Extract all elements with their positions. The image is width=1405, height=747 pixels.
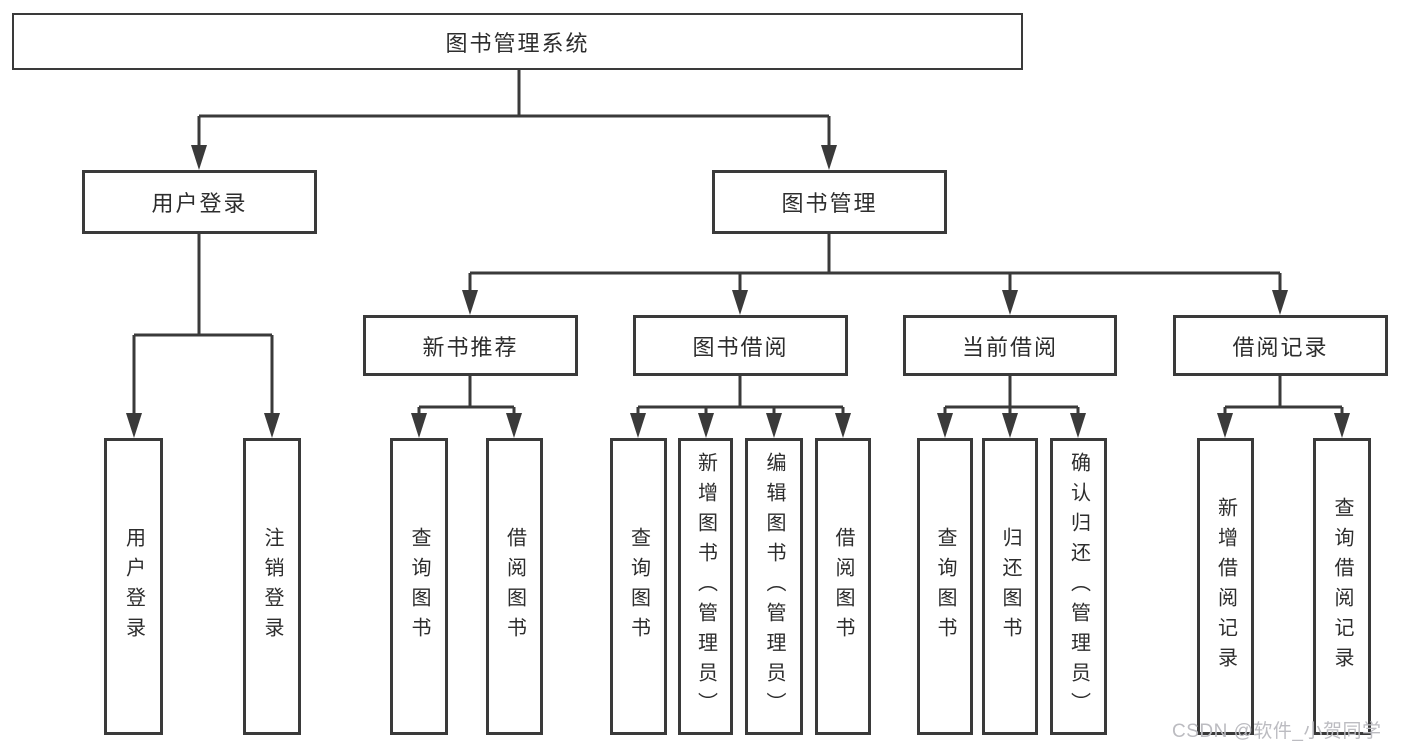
node-label: 查询图书 — [934, 526, 956, 647]
arrowhead-icon — [506, 413, 522, 438]
node-label: 新增借阅记录 — [1214, 496, 1237, 677]
leaf-query-books: 查询图书 — [917, 438, 973, 735]
node-borrowing-records: 借阅记录 — [1173, 315, 1388, 376]
node-new-book-recommendation: 新书推荐 — [363, 315, 578, 376]
arrowhead-icon — [937, 413, 953, 438]
node-book-borrowing: 图书借阅 — [633, 315, 848, 376]
leaf-borrow-books: 借阅图书 — [486, 438, 543, 735]
node-label: 借阅记录 — [1232, 334, 1329, 360]
node-label: 用户登录 — [151, 191, 248, 216]
connector-arrowheads — [126, 145, 1350, 438]
node-label: 借阅图书 — [832, 526, 854, 647]
connector-line — [636, 376, 845, 419]
arrowhead-icon — [1070, 413, 1086, 438]
arrowhead-icon — [1334, 413, 1350, 438]
node-label: 确认归还（管理员） — [1067, 451, 1090, 722]
node-user-login: 用户登录 — [82, 170, 317, 234]
arrowhead-icon — [732, 290, 748, 315]
arrowhead-icon — [411, 413, 427, 438]
node-label: 图书管理 — [781, 191, 878, 216]
arrowhead-icon — [835, 413, 851, 438]
arrowhead-icon — [1002, 413, 1018, 438]
node-label: 归还图书 — [999, 526, 1021, 647]
watermark: CSDN @软件_小贺同学 — [1172, 721, 1382, 742]
node-label: 图书管理系统 — [445, 30, 590, 56]
arrowhead-icon — [126, 413, 142, 438]
leaf-user-login: 用户登录 — [104, 438, 163, 735]
connector-line — [468, 234, 1282, 296]
connector-line — [417, 376, 516, 419]
arrowhead-icon — [1002, 290, 1018, 315]
arrowhead-icon — [462, 290, 478, 315]
arrowhead-icon — [766, 413, 782, 438]
node-label: 图书借阅 — [692, 334, 789, 360]
node-label: 查询图书 — [627, 526, 650, 647]
arrowhead-icon — [1217, 413, 1233, 438]
node-label: 编辑图书（管理员） — [763, 451, 785, 722]
node-label: 用户登录 — [122, 526, 145, 647]
node-label: 查询借阅记录 — [1331, 496, 1353, 677]
leaf-query-books: 查询图书 — [610, 438, 667, 735]
connector-line — [132, 234, 274, 419]
leaf-edit-books-admin: 编辑图书（管理员） — [745, 438, 803, 735]
leaf-add-books-admin: 新增图书（管理员） — [678, 438, 733, 735]
leaf-query-borrow-record: 查询借阅记录 — [1313, 438, 1371, 735]
node-label: 借阅图书 — [503, 526, 526, 647]
leaf-return-books: 归还图书 — [982, 438, 1038, 735]
node-label: 查询图书 — [408, 526, 430, 647]
arrowhead-icon — [698, 413, 714, 438]
connector-line — [197, 70, 831, 150]
node-label: 当前借阅 — [961, 334, 1058, 360]
arrowhead-icon — [264, 413, 280, 438]
leaf-query-books: 查询图书 — [390, 438, 448, 735]
node-label: 新增图书（管理员） — [694, 451, 717, 722]
connector-line — [943, 376, 1080, 419]
node-current-borrowing: 当前借阅 — [903, 315, 1117, 376]
node-label: 新书推荐 — [422, 334, 519, 360]
leaf-borrow-books: 借阅图书 — [815, 438, 871, 735]
node-book-management: 图书管理 — [712, 170, 947, 234]
arrowhead-icon — [630, 413, 646, 438]
connector-line — [1223, 376, 1344, 419]
node-label: 注销登录 — [261, 526, 283, 647]
node-root-system: 图书管理系统 — [12, 13, 1023, 70]
leaf-logout: 注销登录 — [243, 438, 301, 735]
leaf-add-borrow-record: 新增借阅记录 — [1197, 438, 1254, 735]
arrowhead-icon — [821, 145, 837, 170]
leaf-confirm-return-admin: 确认归还（管理员） — [1050, 438, 1107, 735]
arrowhead-icon — [191, 145, 207, 170]
arrowhead-icon — [1272, 290, 1288, 315]
connector-lines — [132, 70, 1344, 419]
